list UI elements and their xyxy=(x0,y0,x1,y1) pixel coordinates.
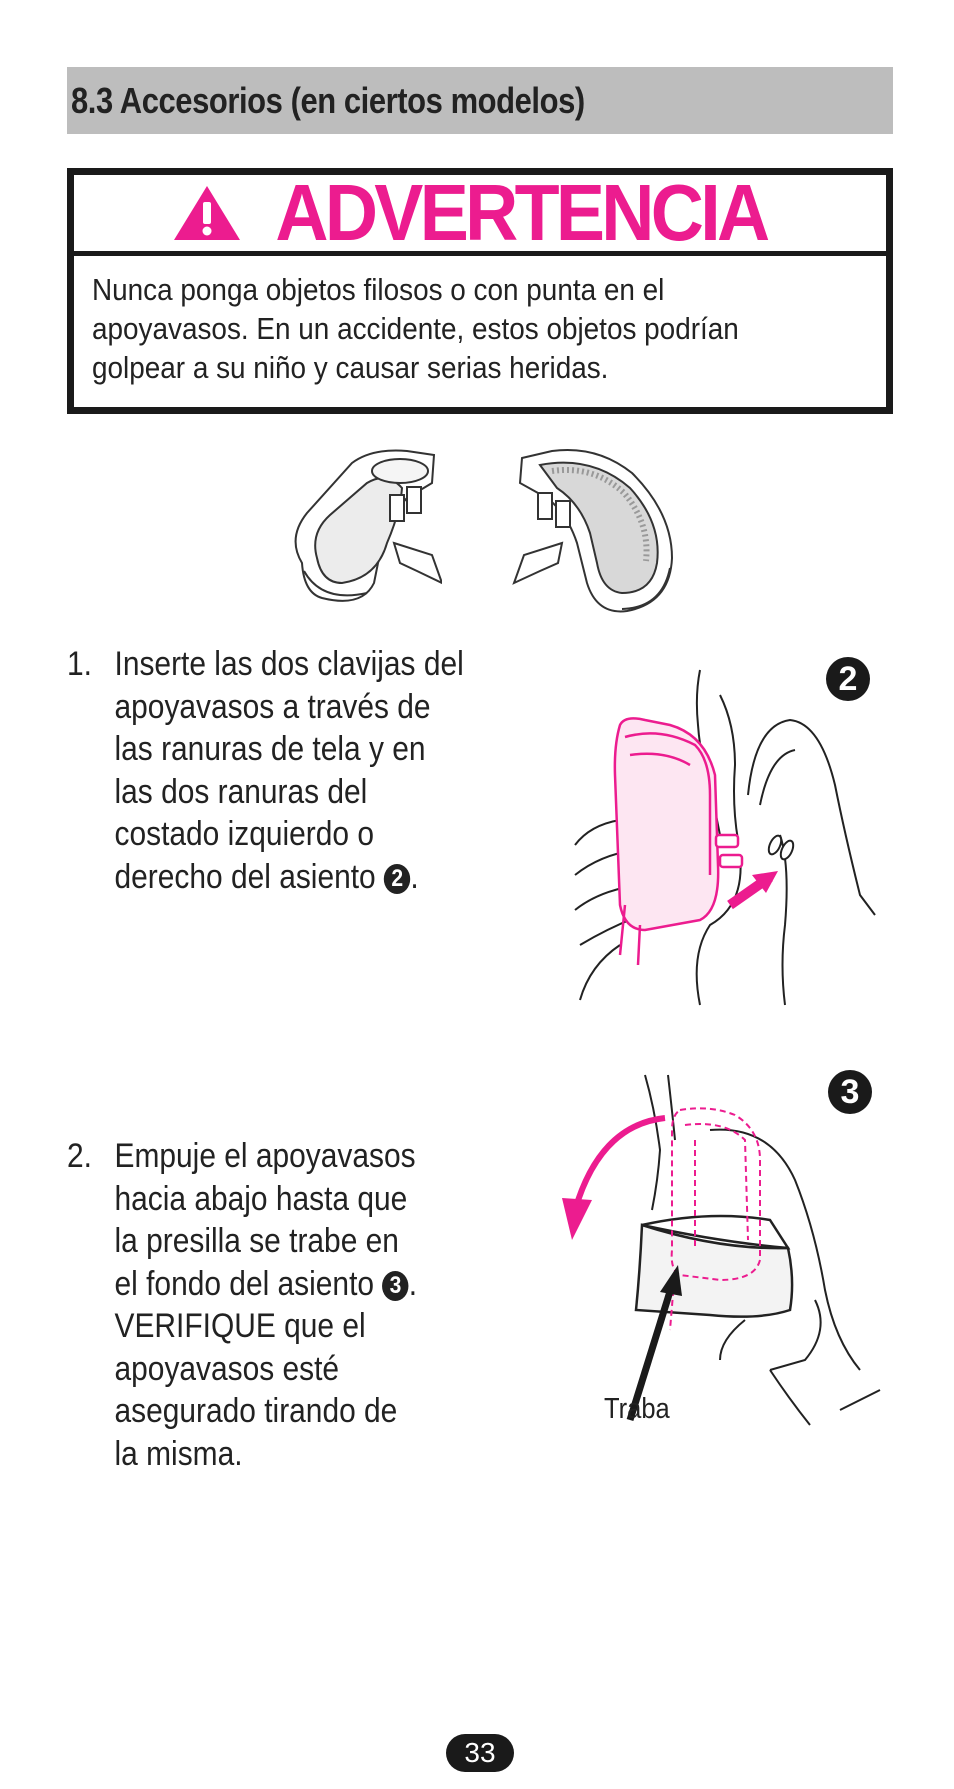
step-number: 1. xyxy=(67,645,92,683)
step-line: apoyavasos a través de xyxy=(114,687,431,726)
step-line: la misma. xyxy=(114,1434,243,1473)
step-line: hacia abajo hasta que xyxy=(114,1179,408,1218)
warning-box: ADVERTENCIA Nunca ponga objetos filosos … xyxy=(67,168,893,414)
warning-line: apoyavasos. En un accidente, estos objet… xyxy=(92,311,739,346)
cup-holder-image-left xyxy=(294,449,442,602)
warning-text: Nunca ponga objetos filosos o con punta … xyxy=(74,256,902,387)
step-line: apoyavasos esté xyxy=(114,1349,340,1388)
step-line: costado izquierdo o xyxy=(114,815,375,853)
section-header: 8.3 Accesorios (en ciertos modelos) xyxy=(67,67,893,134)
step-line: el fondo del asiento xyxy=(114,1264,375,1303)
warning-title-bar: ADVERTENCIA xyxy=(74,168,886,257)
cup-holder-image-right xyxy=(512,448,674,613)
warning-triangle-icon xyxy=(174,186,241,240)
figure-2-illustration xyxy=(574,669,876,1006)
step-line: las dos ranuras del xyxy=(114,772,368,811)
warning-line: golpear a su niño y causar serias herida… xyxy=(92,350,609,385)
traba-label: Traba xyxy=(604,1393,670,1425)
warning-line: Nunca ponga objetos filosos o con punta … xyxy=(92,272,665,307)
figure-3-badge: 3 xyxy=(828,1070,872,1114)
step-line-with-ref: el fondo del asiento 3. xyxy=(114,1264,418,1303)
warning-title: ADVERTENCIA xyxy=(275,168,770,257)
step-line: la presilla se trabe en xyxy=(114,1222,399,1260)
figure-2-badge: 2 xyxy=(826,657,870,701)
step-line-with-ref: derecho del asiento 2. xyxy=(114,857,419,896)
step-line: Inserte las dos clavijas del xyxy=(114,645,464,683)
section-title: 8.3 Accesorios (en ciertos modelos) xyxy=(71,79,585,121)
step-line: asegurado tirando de xyxy=(114,1392,398,1430)
step-line: Empuje el apoyavasos xyxy=(114,1137,416,1175)
step-number: 2. xyxy=(67,1137,92,1175)
figure-ref-3: 3 xyxy=(382,1270,409,1301)
step-line: las ranuras de tela y en xyxy=(114,730,426,768)
figure-ref-2: 2 xyxy=(384,863,411,894)
figure-3-illustration xyxy=(562,1074,881,1426)
page-number: 33 xyxy=(446,1734,514,1772)
step-line: VERIFIQUE que el xyxy=(114,1307,366,1345)
step-line: derecho del asiento xyxy=(114,857,376,896)
